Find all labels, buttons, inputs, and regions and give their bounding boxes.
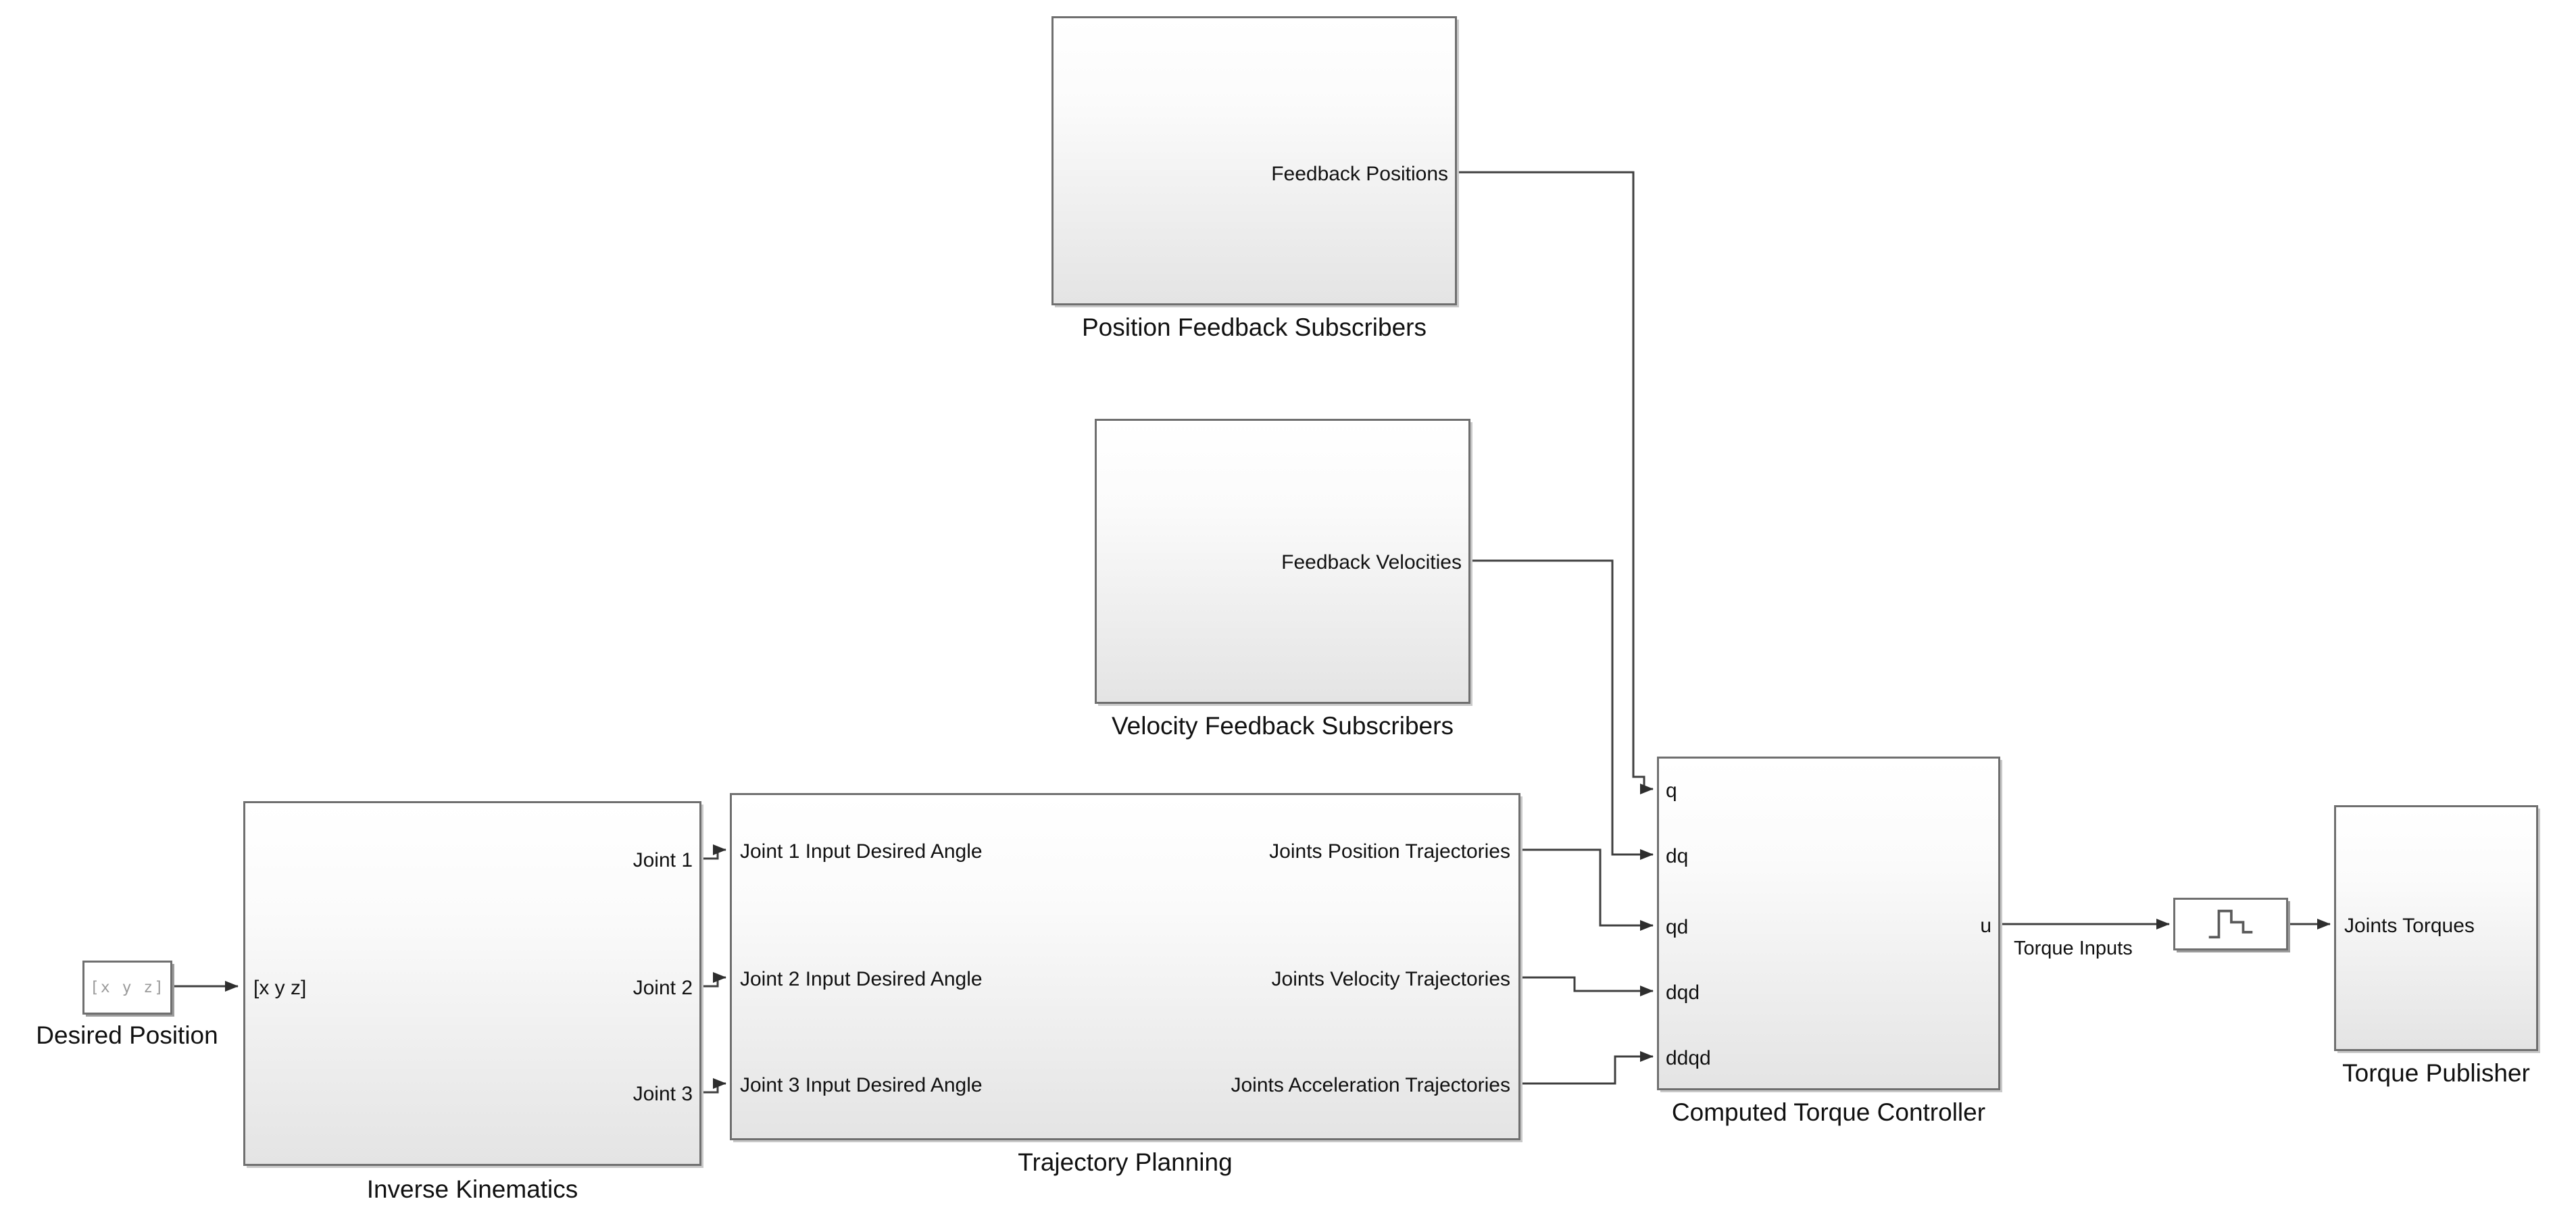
torque-publisher-caption: Torque Publisher [2342,1059,2530,1087]
torque-inputs-wire-label: Torque Inputs [2014,938,2133,959]
computed-torque-controller-caption: Computed Torque Controller [1671,1098,1986,1126]
wire-joint2-to-trajectory-planning[interactable] [703,972,726,988]
controller-input-qd: qd [1666,916,1689,938]
inverse-kinematics-output-joint1: Joint 1 [633,849,693,871]
torque-publisher-input: Joints Torques [2344,915,2475,937]
trajectory-planning-output-position: Joints Position Trajectories [1269,840,1510,863]
wire-velocity-trajectories-to-dqd[interactable] [1522,976,1654,996]
computed-torque-controller-block[interactable]: q dq qd dqd ddqd u [1657,757,2000,1090]
velocity-feedback-subscribers-caption: Velocity Feedback Subscribers [1112,712,1454,740]
trajectory-planning-input-joint3: Joint 3 Input Desired Angle [740,1074,983,1096]
wire-acceleration-trajectories-to-ddqd[interactable] [1522,1051,1654,1085]
xyz-constant-icon: [x y z] [90,979,165,996]
controller-output-u: u [1980,915,1991,937]
inverse-kinematics-input-xyz: [x y z] [253,977,307,999]
controller-input-q: q [1666,780,1677,802]
zero-order-hold-block[interactable] [2173,898,2288,950]
velocity-feedback-subscribers-block[interactable]: Feedback Velocities [1095,419,1470,704]
trajectory-planning-output-acceleration: Joints Acceleration Trajectories [1231,1074,1510,1096]
desired-position-caption: Desired Position [36,1021,218,1049]
trajectory-planning-output-velocity: Joints Velocity Trajectories [1271,968,1510,990]
wire-position-trajectories-to-qd[interactable] [1522,848,1654,931]
trajectory-planning-input-joint2: Joint 2 Input Desired Angle [740,968,983,990]
controller-input-ddqd: ddqd [1666,1047,1711,1069]
velocity-feedback-output: Feedback Velocities [1281,551,1462,573]
position-feedback-subscribers-caption: Position Feedback Subscribers [1081,313,1427,341]
controller-input-dq: dq [1666,845,1689,867]
trajectory-planning-caption: Trajectory Planning [1018,1148,1233,1176]
trajectory-planning-input-joint1: Joint 1 Input Desired Angle [740,840,983,863]
wire-joint1-to-trajectory-planning[interactable] [703,844,726,860]
inverse-kinematics-output-joint2: Joint 2 [633,977,693,999]
position-feedback-subscribers-block[interactable]: Feedback Positions [1051,16,1457,305]
inverse-kinematics-block[interactable]: [x y z] Joint 1 Joint 2 Joint 3 [243,801,701,1166]
controller-input-dqd: dqd [1666,981,1700,1004]
wire-feedback-velocities-to-dq[interactable] [1472,559,1654,860]
position-feedback-output: Feedback Positions [1271,163,1448,185]
desired-position-block[interactable]: [x y z] [82,961,172,1015]
wire-joint3-to-trajectory-planning[interactable] [703,1078,726,1094]
wire-feedback-positions-to-q[interactable] [1458,171,1654,794]
torque-publisher-block[interactable]: Joints Torques [2334,805,2538,1051]
step-signal-icon [2208,909,2253,939]
inverse-kinematics-caption: Inverse Kinematics [366,1175,578,1203]
trajectory-planning-block[interactable]: Joint 1 Input Desired Angle Joint 2 Inpu… [730,793,1520,1140]
inverse-kinematics-output-joint3: Joint 3 [633,1083,693,1105]
